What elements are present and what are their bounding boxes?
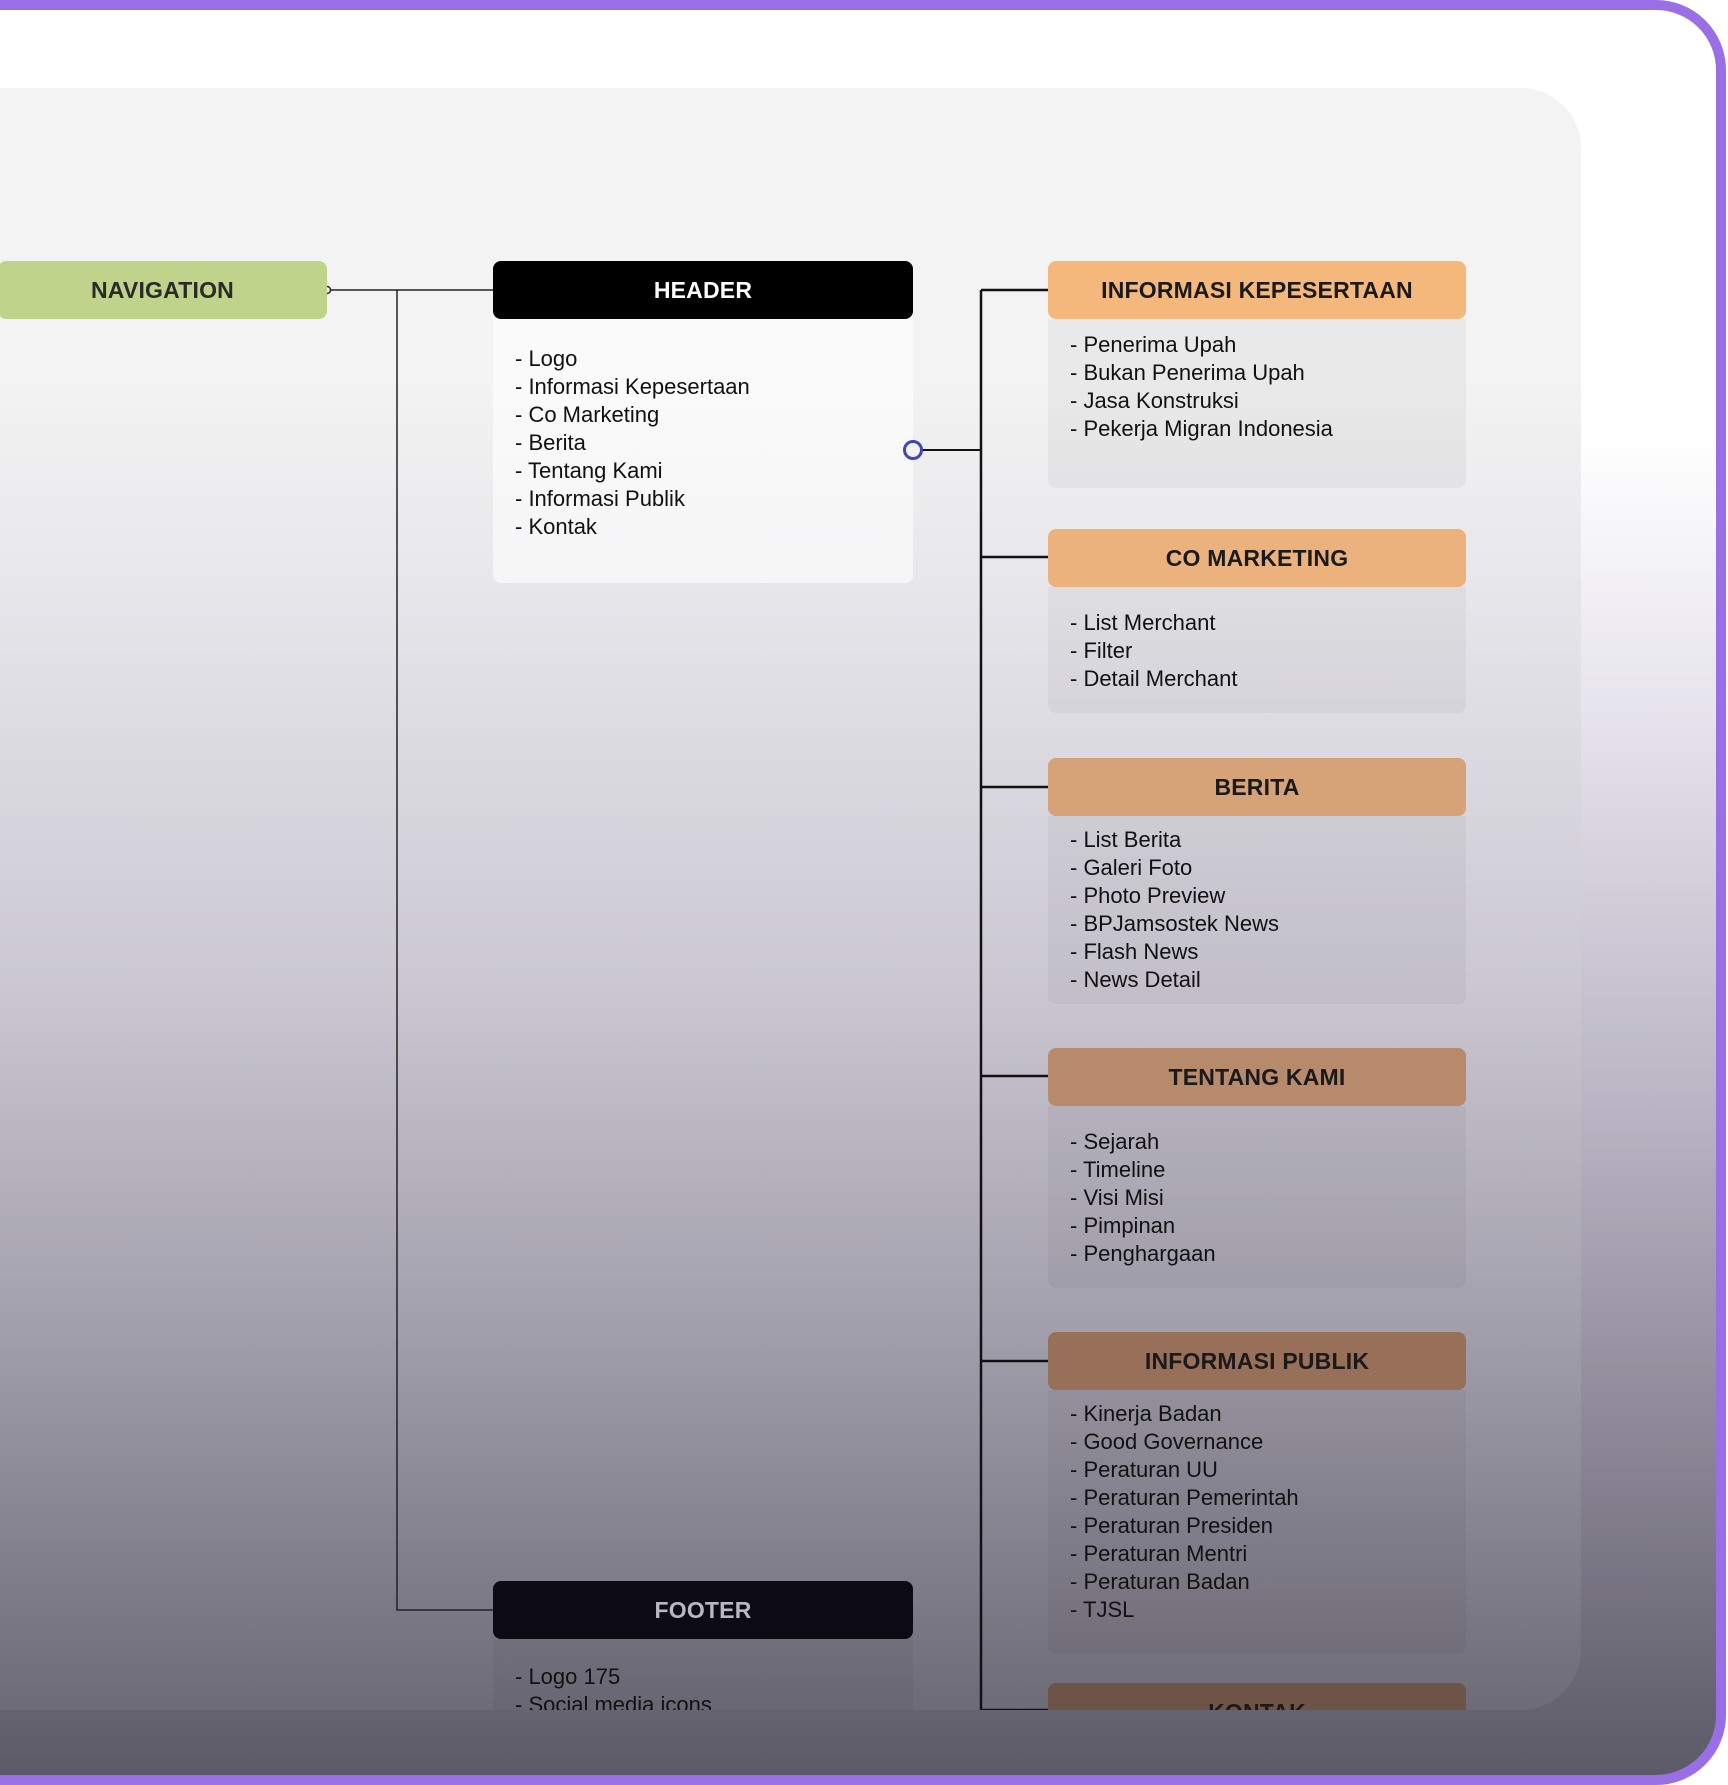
section-title: CO MARKETING bbox=[1048, 529, 1466, 587]
list-item: - Logo bbox=[515, 346, 578, 371]
list-item: - Good Governance bbox=[1070, 1429, 1264, 1454]
section-informasi-kepesertaan[interactable]: INFORMASI KEPESERTAAN - Penerima Upah - … bbox=[1048, 261, 1466, 488]
section-title: INFORMASI KEPESERTAAN bbox=[1048, 261, 1466, 319]
section-item-list: - Sejarah - Timeline - Visi Misi - Pimpi… bbox=[1070, 1128, 1216, 1268]
header-item-list: - Logo - Informasi Kepesertaan - Co Mark… bbox=[515, 345, 750, 541]
list-item: - Social media icons bbox=[515, 1692, 712, 1710]
list-item: - Informasi Publik bbox=[515, 486, 685, 511]
footer-node[interactable]: FOOTER - Logo 175 - Social media icons bbox=[493, 1581, 913, 1710]
list-item: - TJSL bbox=[1070, 1597, 1135, 1622]
collapse-toggle-icon[interactable] bbox=[903, 440, 923, 460]
list-item: - Peraturan Mentri bbox=[1070, 1541, 1248, 1566]
footer-body: - Logo 175 - Social media icons bbox=[493, 1639, 913, 1710]
list-item: - Penerima Upah bbox=[1070, 332, 1237, 357]
section-body: - Kinerja Badan - Good Governance - Pera… bbox=[1048, 1390, 1466, 1654]
list-item: - News Detail bbox=[1070, 967, 1201, 992]
list-item: - Co Marketing bbox=[515, 402, 660, 427]
list-item: - Pimpinan bbox=[1070, 1213, 1176, 1238]
list-item: - Flash News bbox=[1070, 939, 1199, 964]
section-title: BERITA bbox=[1048, 758, 1466, 816]
connector-nav-footer bbox=[396, 290, 493, 1611]
list-item: - BPJamsostek News bbox=[1070, 911, 1280, 936]
list-item: - Informasi Kepesertaan bbox=[515, 374, 750, 399]
header-title: HEADER bbox=[493, 261, 913, 319]
header-node[interactable]: HEADER - Logo - Informasi Kepesertaan - … bbox=[493, 261, 923, 583]
list-item: - Peraturan Presiden bbox=[1070, 1513, 1273, 1538]
list-item: - Detail Merchant bbox=[1070, 666, 1238, 691]
diagram-canvas: NAVIGATION HEADER - Logo - Informasi Kep… bbox=[0, 88, 1581, 1710]
footer-title: FOOTER bbox=[493, 1581, 913, 1639]
list-item: - Kinerja Badan bbox=[1070, 1401, 1222, 1426]
section-item-list: - List Berita - Galeri Foto - Photo Prev… bbox=[1070, 826, 1279, 994]
list-item: - Kontak bbox=[515, 514, 597, 539]
list-item: - List Merchant bbox=[1070, 610, 1216, 635]
list-item: - Penghargaan bbox=[1070, 1241, 1216, 1266]
section-kontak[interactable]: KONTAK bbox=[1048, 1683, 1466, 1710]
list-item: - Peraturan UU bbox=[1070, 1457, 1218, 1482]
list-item: - List Berita bbox=[1070, 827, 1182, 852]
footer-item-list: - Logo 175 - Social media icons bbox=[515, 1663, 712, 1710]
list-item: - Filter bbox=[1070, 638, 1133, 663]
section-informasi-publik[interactable]: INFORMASI PUBLIK - Kinerja Badan - Good … bbox=[1048, 1332, 1466, 1654]
list-item: - Visi Misi bbox=[1070, 1185, 1164, 1210]
list-item: - Galeri Foto bbox=[1070, 855, 1193, 880]
section-item-list: - List Merchant - Filter - Detail Mercha… bbox=[1070, 609, 1238, 693]
list-item: - Pekerja Migran Indonesia bbox=[1070, 416, 1333, 441]
section-item-list: - Penerima Upah - Bukan Penerima Upah - … bbox=[1070, 331, 1333, 443]
section-co-marketing[interactable]: CO MARKETING - List Merchant - Filter - … bbox=[1048, 529, 1466, 713]
section-berita[interactable]: BERITA - List Berita - Galeri Foto - Pho… bbox=[1048, 758, 1466, 1004]
section-title: KONTAK bbox=[1048, 1683, 1466, 1710]
navigation-node[interactable]: NAVIGATION bbox=[0, 261, 327, 319]
section-title: TENTANG KAMI bbox=[1048, 1048, 1466, 1106]
list-item: - Tentang Kami bbox=[515, 458, 663, 483]
list-item: - Bukan Penerima Upah bbox=[1070, 360, 1305, 385]
list-item: - Berita bbox=[515, 430, 586, 455]
list-item: - Sejarah bbox=[1070, 1129, 1160, 1154]
section-body: - List Merchant - Filter - Detail Mercha… bbox=[1048, 587, 1466, 713]
list-item: - Timeline bbox=[1070, 1157, 1166, 1182]
section-body: - Penerima Upah - Bukan Penerima Upah - … bbox=[1048, 319, 1466, 488]
navigation-title: NAVIGATION bbox=[0, 261, 327, 319]
list-item: - Jasa Konstruksi bbox=[1070, 388, 1239, 413]
section-body: - Sejarah - Timeline - Visi Misi - Pimpi… bbox=[1048, 1106, 1466, 1288]
section-tentang-kami[interactable]: TENTANG KAMI - Sejarah - Timeline - Visi… bbox=[1048, 1048, 1466, 1288]
list-item: - Peraturan Pemerintah bbox=[1070, 1485, 1299, 1510]
list-item: - Photo Preview bbox=[1070, 883, 1226, 908]
section-body: - List Berita - Galeri Foto - Photo Prev… bbox=[1048, 816, 1466, 1004]
section-item-list: - Kinerja Badan - Good Governance - Pera… bbox=[1070, 1400, 1299, 1624]
header-body: - Logo - Informasi Kepesertaan - Co Mark… bbox=[493, 319, 913, 583]
list-item: - Logo 175 bbox=[515, 1664, 621, 1689]
list-item: - Peraturan Badan bbox=[1070, 1569, 1250, 1594]
section-title: INFORMASI PUBLIK bbox=[1048, 1332, 1466, 1390]
